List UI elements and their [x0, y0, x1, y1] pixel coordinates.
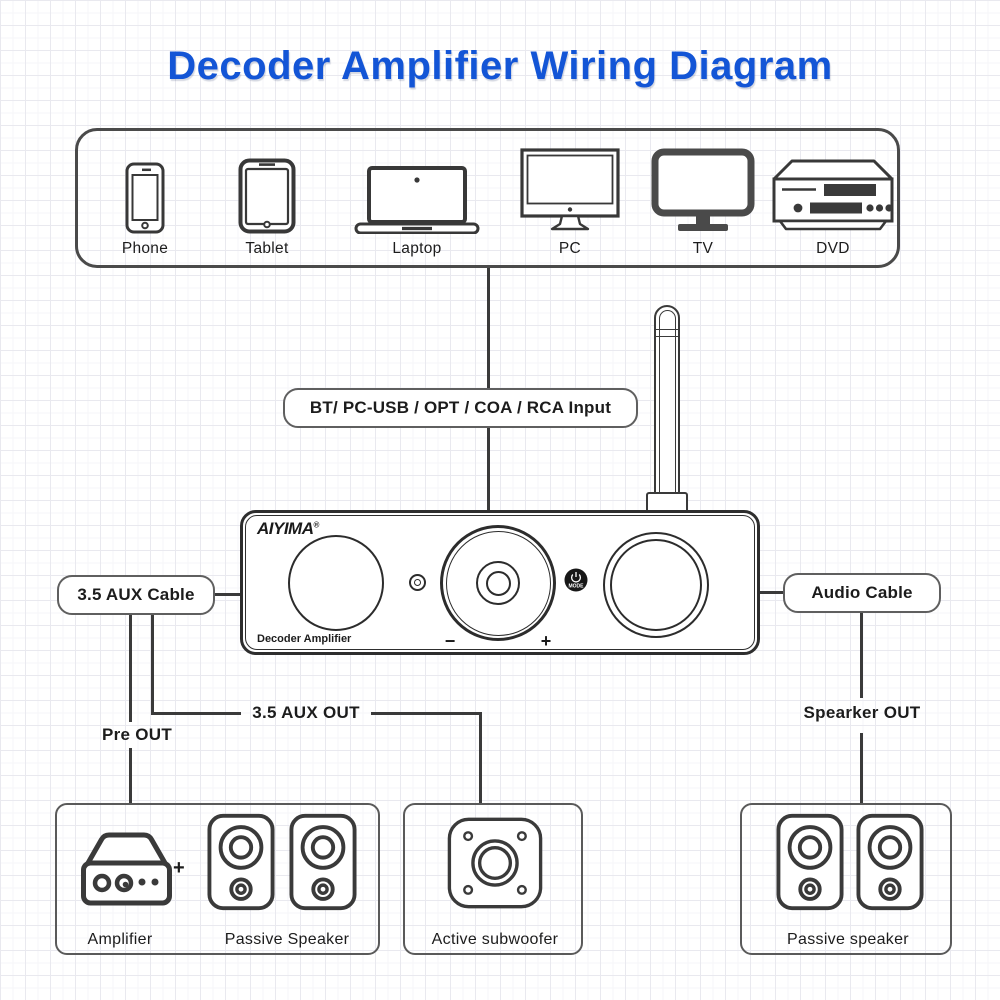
- tablet-icon: [238, 146, 296, 234]
- amplifier-label: Amplifier: [87, 931, 153, 948]
- tv-label: TV: [692, 240, 714, 257]
- power-icon: [570, 572, 582, 583]
- aux-cable-pill: 3.5 AUX Cable: [57, 575, 215, 615]
- phone-icon: [125, 146, 165, 234]
- laptop-icon: [354, 146, 480, 234]
- amp-speaker-group-box: + Amplifier Passive Speaker: [55, 803, 380, 955]
- laptop-label: Laptop: [392, 240, 442, 257]
- tv-icon: [651, 146, 755, 234]
- wire-speakerout-top: [860, 613, 863, 698]
- wire-speakerout-bottom: [860, 733, 863, 805]
- mode-button[interactable]: MODE: [564, 568, 588, 592]
- volume-knob-ring: [445, 530, 551, 636]
- aux-jack-inner: [414, 579, 421, 586]
- dvd-label: DVD: [816, 240, 850, 257]
- wire-auxout-horizontal-left: [151, 712, 241, 715]
- volume-minus: −: [444, 631, 456, 651]
- passive-speaker-label: Passive Speaker: [224, 931, 350, 948]
- right-dial-circle: [603, 532, 709, 638]
- input-sources-pill: BT/ PC-USB / OPT / COA / RCA Input: [283, 388, 638, 428]
- subwoofer-icon: [447, 816, 543, 910]
- antenna-band: [656, 329, 678, 337]
- pre-out-label: Pre OUT: [101, 725, 173, 744]
- brand-text: AIYIMA: [257, 519, 314, 538]
- decoder-amplifier-device: AIYIMA® Decoder Amplifier − + MODE: [240, 510, 760, 655]
- passive-speaker-icon: [856, 813, 924, 911]
- active-subwoofer-label: Active subwoofer: [431, 931, 559, 948]
- registered-mark: ®: [313, 520, 320, 530]
- plus-sign: +: [173, 857, 185, 879]
- wire-auxout-horizontal-right: [371, 712, 482, 715]
- passive-speaker-label: Passive speaker: [787, 931, 909, 948]
- wire-auxout-vertical: [151, 614, 154, 715]
- subwoofer-box: Active subwoofer: [403, 803, 583, 955]
- device-phone: Phone: [105, 146, 185, 260]
- model-label: Decoder Amplifier: [257, 633, 352, 645]
- wire-audio-cable-to-amp: [759, 591, 784, 594]
- wire-preout-bottom: [129, 748, 132, 805]
- volume-knob-hub: [476, 561, 520, 605]
- device-tablet: Tablet: [227, 146, 307, 260]
- speaker-out-label: Spearker OUT: [803, 703, 921, 722]
- phone-label: Phone: [121, 240, 169, 257]
- wire-preout-top: [129, 614, 132, 722]
- passive-speaker-icon: [289, 813, 357, 911]
- passive-speakers-box: Passive speaker: [740, 803, 952, 955]
- mode-button-text: MODE: [569, 584, 585, 590]
- pc-label: PC: [558, 240, 582, 257]
- source-devices-box: [75, 128, 900, 268]
- passive-speaker-icon: [207, 813, 275, 911]
- wire-aux-cable-to-amp: [215, 593, 241, 596]
- right-dial-inner: [610, 539, 702, 631]
- aux-out-label: 3.5 AUX OUT: [252, 703, 360, 722]
- device-pc: PC: [520, 146, 620, 260]
- brand-logo: AIYIMA®: [257, 519, 319, 539]
- page-title: Decoder Amplifier Wiring Diagram: [167, 44, 833, 88]
- antenna-icon: [654, 305, 680, 513]
- volume-knob[interactable]: [440, 525, 556, 641]
- device-dvd: DVD: [768, 146, 898, 260]
- passive-speaker-icon: [776, 813, 844, 911]
- pc-icon: [520, 146, 620, 234]
- left-dial-circle: [288, 535, 384, 631]
- aux-jack-icon: [409, 574, 426, 591]
- wire-auxout-to-subwoofer: [479, 712, 482, 805]
- device-tv: TV: [651, 146, 755, 260]
- volume-knob-center: [485, 570, 511, 596]
- volume-plus: +: [540, 631, 552, 651]
- device-laptop: Laptop: [352, 146, 482, 260]
- antenna-inner-line: [658, 309, 676, 509]
- tablet-label: Tablet: [245, 240, 289, 257]
- audio-cable-pill: Audio Cable: [783, 573, 941, 613]
- amp-inner-frame: [245, 515, 755, 650]
- power-amplifier-icon: [79, 831, 174, 909]
- dvd-player-icon: [768, 146, 898, 234]
